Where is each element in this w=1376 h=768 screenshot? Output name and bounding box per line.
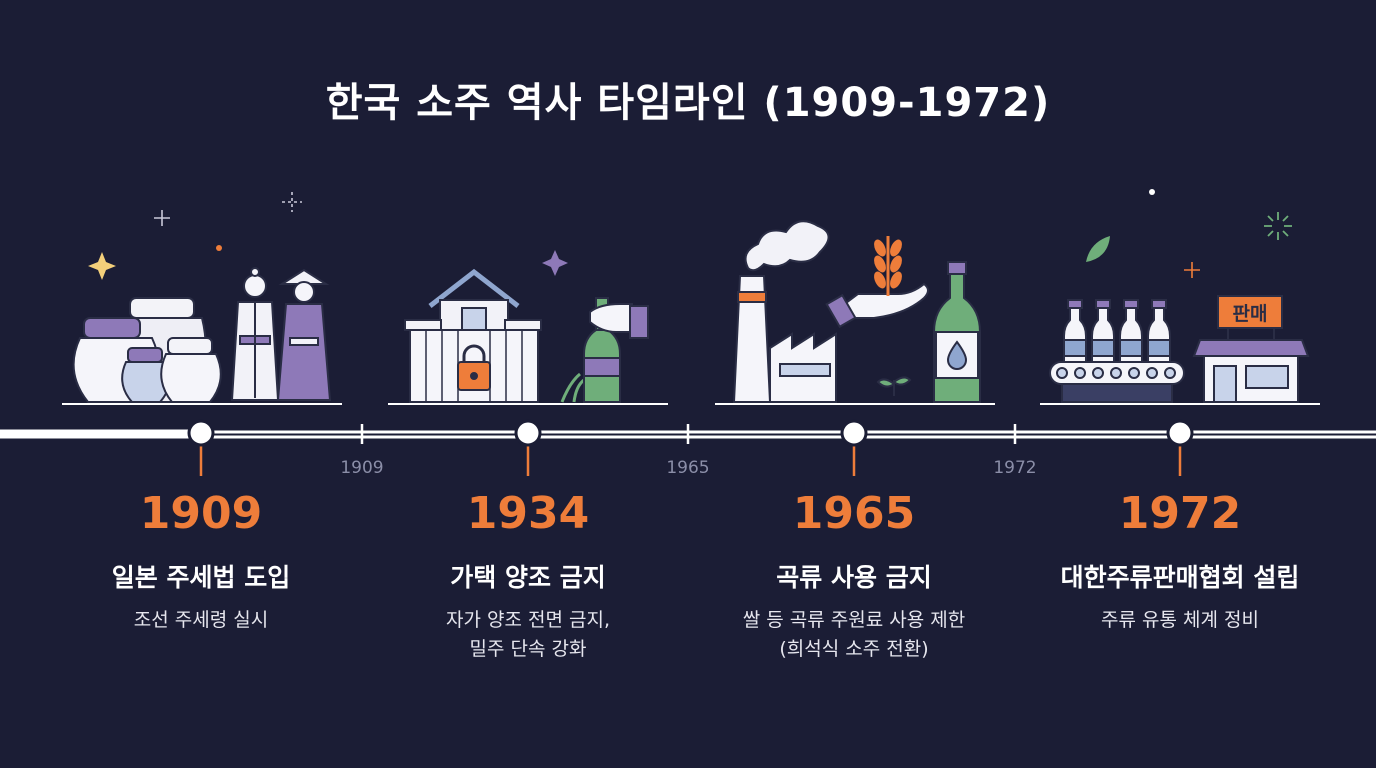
joseon-people-icon: [230, 267, 332, 401]
event-year: 1965: [792, 488, 916, 539]
bottle-hand-icon: [560, 297, 649, 403]
sparkle-icon: [88, 252, 116, 280]
shop-icon: 판매: [1192, 295, 1310, 403]
sparkle-icon: [542, 250, 568, 276]
event-title: 일본 주세법 도입: [111, 563, 291, 592]
event-title: 곡류 사용 금지: [776, 563, 932, 592]
conveyor-bottles-icon: [1049, 299, 1185, 403]
tick-label: 1972: [993, 458, 1037, 478]
locked-house-icon: [404, 268, 542, 403]
timeline-node: [840, 419, 868, 447]
event-description: 주류 유통 체계 정비: [1101, 609, 1259, 631]
sparkle-icon: [154, 192, 1200, 278]
page-title: 한국 소주 역사 타임라인 (1909-1972): [325, 80, 1051, 126]
tick-label: 1909: [340, 458, 384, 478]
factory-icon: [732, 220, 837, 403]
grain-hand-icon: [825, 236, 929, 396]
tick-label: 1965: [666, 458, 710, 478]
timeline-track: [0, 419, 1376, 476]
leaf-icon: [1086, 236, 1110, 262]
event-description: 조선 주세령 실시: [133, 609, 269, 631]
shop-sign-label: 판매: [1233, 303, 1268, 325]
event-description: 쌀 등 곡류 주원료 사용 제한 (희석식 소주 전환): [742, 609, 966, 660]
event-year: 1909: [139, 488, 263, 539]
sparkle-icon: [1264, 212, 1292, 240]
onggi-jars-icon: [72, 297, 222, 403]
timeline-node: [514, 419, 542, 447]
event-description: 자가 양조 전면 금지, 밀주 단속 강화: [446, 609, 610, 660]
timeline-node: [187, 419, 215, 447]
event-title: 대한주류판매협회 설립: [1060, 563, 1300, 592]
event-year: 1972: [1118, 488, 1242, 539]
event-year: 1934: [466, 488, 590, 539]
timeline-node: [1166, 419, 1194, 447]
event-title: 가택 양조 금지: [450, 563, 606, 592]
soju-bottle-icon: [933, 261, 981, 403]
